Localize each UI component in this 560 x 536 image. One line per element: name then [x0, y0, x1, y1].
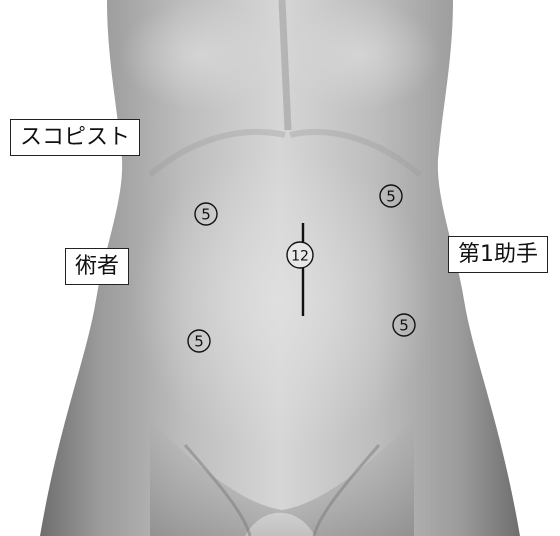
port-right-lower-size: 5: [399, 317, 409, 335]
scopist-label: スコピスト: [10, 119, 140, 156]
surgeon-label: 術者: [65, 248, 129, 285]
first-assistant-label: 第1助手: [448, 236, 548, 273]
port-umbilical: 12: [287, 242, 313, 268]
port-right-upper-size: 5: [386, 188, 396, 206]
port-left-lower-size: 5: [194, 333, 204, 351]
port-umbilical-size: 12: [291, 249, 309, 265]
port-left-upper-size: 5: [201, 206, 211, 224]
